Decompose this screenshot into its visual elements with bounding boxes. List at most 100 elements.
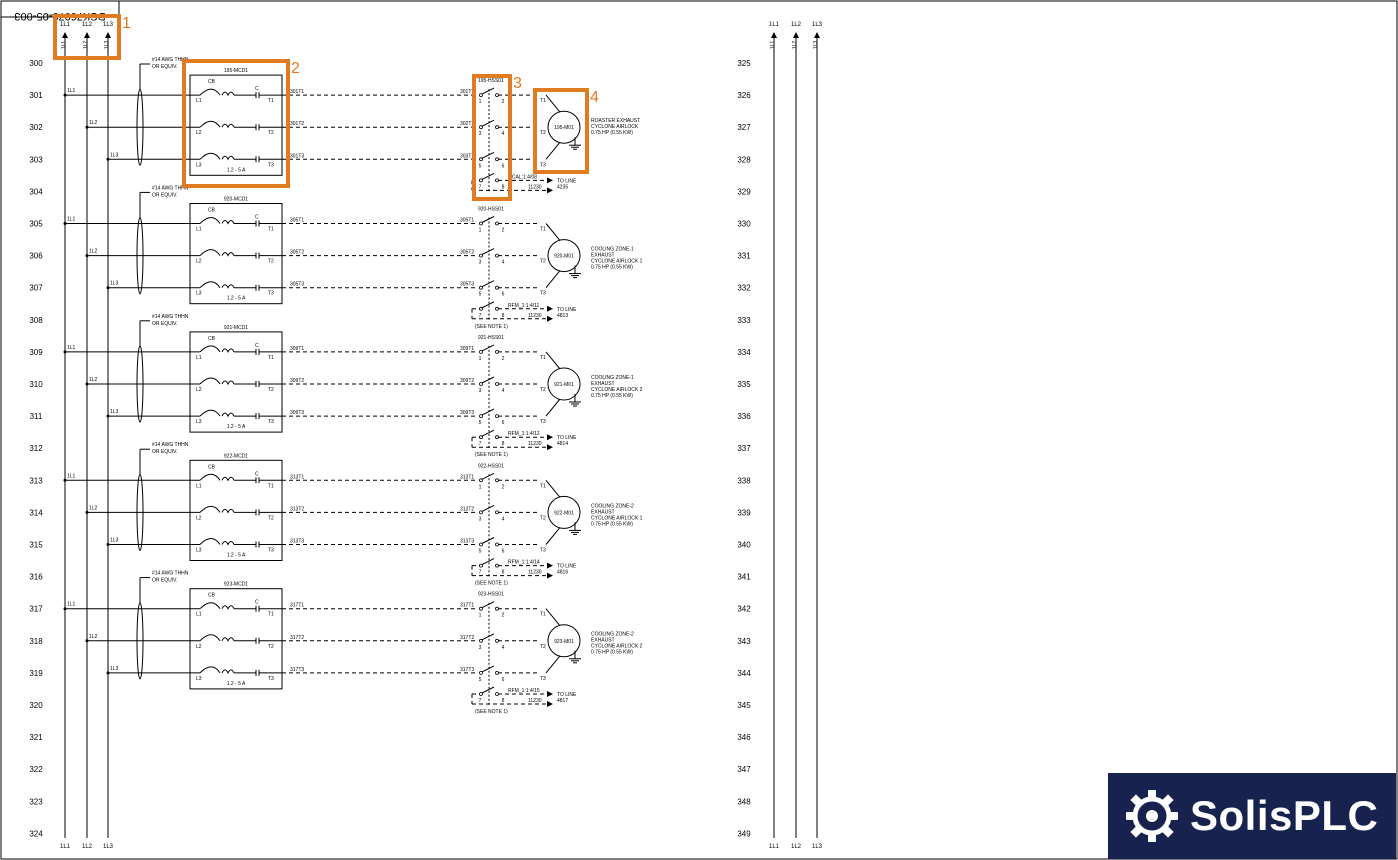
hss-contact-number: 4 bbox=[502, 260, 505, 266]
motor-description: 0.75 HP (0.55 KW) bbox=[591, 393, 633, 399]
highlight-box-3 bbox=[472, 74, 512, 201]
hss-contact-number: 8 bbox=[502, 441, 505, 447]
mcd-term-label: T1 bbox=[268, 98, 274, 104]
overload-element bbox=[221, 637, 235, 642]
mcd-term-label: T2 bbox=[268, 130, 274, 136]
to-line-label: TO LINE bbox=[557, 564, 577, 570]
hss-blade bbox=[481, 537, 495, 544]
rung-number: 301 bbox=[29, 91, 43, 100]
rung-number: 319 bbox=[29, 669, 43, 678]
bus-label-bottom: 1L2 bbox=[791, 844, 802, 850]
cb-label: CB bbox=[208, 336, 216, 342]
rung-number: 340 bbox=[737, 541, 751, 550]
hss-contact-number: 8 bbox=[502, 698, 505, 704]
motor-term: T2 bbox=[540, 130, 546, 136]
motor-description: 0.75 HP (0.55 KW) bbox=[591, 650, 633, 656]
mcd-box bbox=[189, 203, 283, 305]
wire-number: 301T1 bbox=[290, 89, 304, 95]
mcd-line-label: L1 bbox=[196, 355, 202, 361]
motor-description: COOLING ZONE-2 bbox=[591, 503, 634, 509]
hss-label: 920-HSS01 bbox=[478, 207, 504, 213]
highlight-number-2: 2 bbox=[291, 60, 300, 77]
see-note: (SEE NOTE 1) bbox=[475, 452, 508, 458]
to-line-number: 4813 bbox=[557, 313, 568, 319]
motor-description: ROASTER EXHAUST bbox=[591, 118, 640, 124]
hss-contact-number: 5 bbox=[479, 163, 482, 169]
motor-label: 195-M01 bbox=[554, 125, 574, 131]
mcd-term-label: T1 bbox=[268, 612, 274, 618]
motor-description: CYCLONE AIRLOCK 2 bbox=[591, 644, 643, 650]
rung-number: 314 bbox=[29, 508, 43, 517]
breaker-arc bbox=[199, 634, 221, 642]
hss-contact bbox=[479, 157, 483, 162]
rung-number: 339 bbox=[737, 508, 751, 517]
cable-note: OR EQUIV. bbox=[152, 449, 177, 455]
rung-number: 302 bbox=[29, 123, 43, 132]
bus-label-bottom: 1L2 bbox=[82, 844, 93, 850]
bus-label-top: 1L2 bbox=[791, 22, 802, 28]
motor-term: T3 bbox=[540, 162, 546, 168]
hss-contact-number: 7 bbox=[479, 698, 482, 704]
hss-blade bbox=[481, 151, 495, 159]
hss-contact-number: 2 bbox=[502, 484, 505, 490]
rung-number: 316 bbox=[29, 573, 43, 582]
hss-contact-number: 1 bbox=[479, 484, 482, 490]
hss-blade bbox=[481, 686, 495, 694]
cable-note: #14 AWG THHN bbox=[152, 571, 189, 577]
mcd-term-label: T3 bbox=[268, 162, 274, 168]
hss-contact-number: 6 bbox=[502, 549, 505, 555]
mcd-line-label: L2 bbox=[196, 387, 202, 393]
wire-number: 313T3 bbox=[290, 539, 304, 545]
cable-note: OR EQUIV. bbox=[152, 192, 177, 198]
hss-contact-number: 6 bbox=[502, 420, 505, 426]
mcd-term-label: T2 bbox=[268, 387, 274, 393]
overload-element bbox=[221, 155, 235, 161]
mcd-line-label: L3 bbox=[196, 548, 202, 554]
hss-blade bbox=[481, 376, 495, 384]
hss-contact-number: 8 bbox=[502, 184, 505, 190]
rung-number: 334 bbox=[737, 348, 751, 357]
hss-contact-number: 7 bbox=[479, 570, 482, 576]
breaker-arc bbox=[199, 505, 221, 513]
hss-contact bbox=[479, 478, 483, 483]
highlight-box-1 bbox=[53, 14, 121, 60]
hss-contact bbox=[479, 414, 483, 419]
hss-contact-number: 3 bbox=[479, 516, 482, 522]
wire-number: 317T3 bbox=[290, 667, 304, 673]
motor-lead bbox=[545, 608, 561, 627]
hss-contact-number: 3 bbox=[479, 645, 482, 651]
mcd-label: 195-MCD1 bbox=[224, 68, 248, 74]
see-note: (SEE NOTE 1) bbox=[475, 324, 508, 330]
hss-contact-number: 1 bbox=[479, 228, 482, 234]
contactor-label: C bbox=[255, 600, 259, 606]
wire-number: 301T2 bbox=[290, 121, 304, 127]
cable-note: #14 AWG THHN bbox=[152, 314, 189, 320]
contactor-label: C bbox=[255, 471, 259, 477]
rung-number: 315 bbox=[29, 541, 43, 550]
rung-number: 343 bbox=[737, 637, 751, 646]
hss-blade bbox=[481, 344, 495, 352]
mcd-line-label: L3 bbox=[196, 162, 202, 168]
aux-wire-number: 11230 bbox=[528, 570, 542, 576]
mcd-line-label: L2 bbox=[196, 644, 202, 650]
motor-term: T2 bbox=[540, 259, 546, 265]
tap-label: 1L1 bbox=[67, 88, 76, 94]
wire-number: 309T1 bbox=[290, 346, 304, 352]
hss-contact-number: 4 bbox=[502, 645, 505, 651]
to-line-label: TO LINE bbox=[557, 692, 577, 698]
cable-note: OR EQUIV. bbox=[152, 64, 177, 70]
hss-contact bbox=[479, 606, 483, 611]
rung-number: 305 bbox=[29, 220, 43, 229]
rung-number: 322 bbox=[29, 765, 43, 774]
hss-contact-number: 7 bbox=[479, 184, 482, 190]
bus-label-vertical: 1L1 bbox=[770, 41, 776, 50]
hss-contact bbox=[479, 349, 483, 354]
motor-description: 0.75 HP (0.55 KW) bbox=[591, 130, 633, 136]
mcd-label: 920-MCD1 bbox=[224, 197, 248, 203]
mcd-term-label: T3 bbox=[268, 291, 274, 297]
overload-element bbox=[221, 476, 235, 482]
mcd-term-label: T1 bbox=[268, 483, 274, 489]
